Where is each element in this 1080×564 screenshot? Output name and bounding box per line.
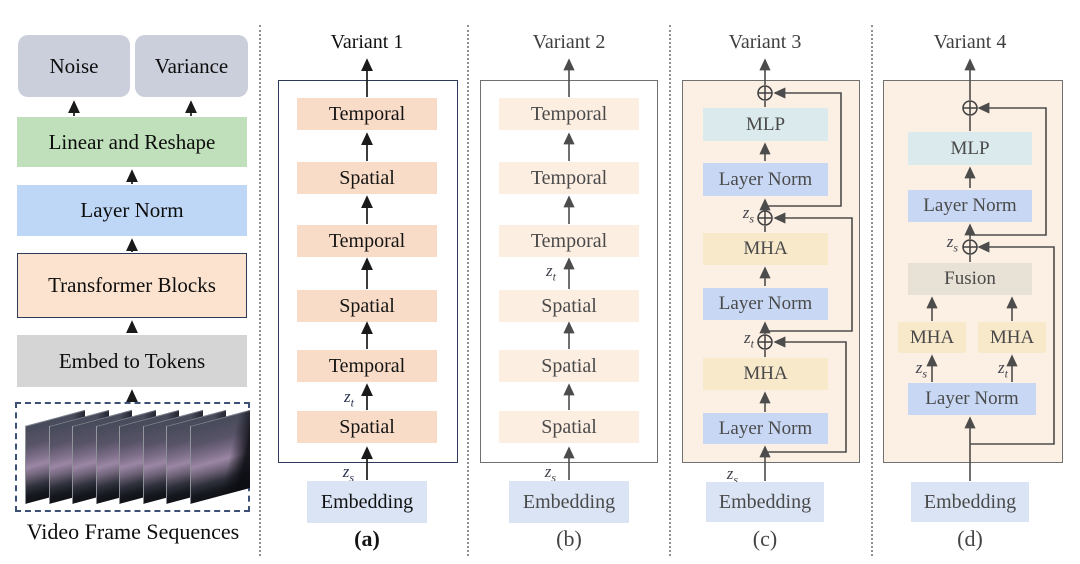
block-layer-norm: Layer Norm xyxy=(908,190,1032,222)
block-layer-norm: Layer Norm xyxy=(703,288,828,320)
variant2-caption: (b) xyxy=(556,526,582,551)
linear-reshape-label: Linear and Reshape xyxy=(48,129,216,154)
transformer-blocks-box: Transformer Blocks xyxy=(17,253,247,318)
block-layer-norm: Layer Norm xyxy=(703,413,828,444)
variant4-title: Variant 4 xyxy=(933,31,1007,53)
embed-tokens-box: Embed to Tokens xyxy=(17,335,247,387)
z-label: zs xyxy=(946,232,958,255)
variant2-title: Variant 2 xyxy=(532,31,606,53)
panel-divider xyxy=(259,25,261,556)
block-layer-norm: Layer Norm xyxy=(908,383,1036,415)
z-label: zt xyxy=(998,358,1008,381)
block-spatial: Spatial xyxy=(499,290,639,322)
embedding-box: Embedding xyxy=(509,481,629,523)
block-temporal: Temporal xyxy=(499,162,639,194)
embed-tokens-label: Embed to Tokens xyxy=(58,348,206,373)
linear-reshape-box: Linear and Reshape xyxy=(17,117,247,167)
block-spatial: Spatial xyxy=(297,162,437,194)
block-temporal: Temporal xyxy=(297,98,437,130)
block-mha: MHA xyxy=(703,233,828,265)
z-label: zs xyxy=(726,464,738,487)
video-frames-panel xyxy=(15,402,250,512)
z-label: zt xyxy=(546,261,556,284)
z-label: zs xyxy=(544,462,556,485)
panel-divider xyxy=(871,25,873,556)
block-fusion: Fusion xyxy=(908,263,1032,295)
variance-label: Variance xyxy=(154,53,229,78)
block-mlp: MLP xyxy=(908,132,1032,165)
layer-norm-box: Layer Norm xyxy=(17,185,247,236)
layer-norm-label: Layer Norm xyxy=(80,198,184,223)
block-temporal: Temporal xyxy=(297,350,437,382)
z-label: zs xyxy=(915,358,927,381)
video-caption: Video Frame Sequences xyxy=(26,519,240,544)
embedding-box: Embedding xyxy=(706,482,824,522)
variant4-caption: (d) xyxy=(957,526,983,551)
block-mlp: MLP xyxy=(703,108,828,141)
block-temporal: Temporal xyxy=(297,225,437,257)
block-spatial: Spatial xyxy=(499,350,639,382)
video-frame xyxy=(190,409,250,505)
block-spatial: Spatial xyxy=(297,290,437,322)
block-spatial: Spatial xyxy=(297,411,437,443)
z-label: zs xyxy=(342,462,354,485)
noise-label: Noise xyxy=(49,53,99,78)
variant3-caption: (c) xyxy=(752,526,778,551)
block-temporal: Temporal xyxy=(499,225,639,257)
block-mha: MHA xyxy=(978,322,1046,353)
variant3-title: Variant 3 xyxy=(728,31,802,53)
panel-divider xyxy=(467,25,469,556)
z-label: zs xyxy=(742,203,754,226)
noise-box: Noise xyxy=(18,35,130,97)
variant1-caption: (a) xyxy=(354,526,380,551)
variant2-container xyxy=(480,80,658,463)
z-label: zt xyxy=(344,387,354,410)
transformer-blocks-label: Transformer Blocks xyxy=(48,273,216,298)
block-layer-norm: Layer Norm xyxy=(703,163,828,196)
block-mha: MHA xyxy=(898,322,966,353)
embedding-box: Embedding xyxy=(911,482,1029,522)
z-label: zt xyxy=(744,328,754,351)
variant1-title: Variant 1 xyxy=(330,31,404,53)
variant1-container xyxy=(278,80,458,463)
variance-box: Variance xyxy=(135,35,248,97)
embedding-box: Embedding xyxy=(307,481,427,523)
block-spatial: Spatial xyxy=(499,411,639,443)
block-mha: MHA xyxy=(703,358,828,390)
block-temporal: Temporal xyxy=(499,98,639,130)
panel-divider xyxy=(669,25,671,556)
